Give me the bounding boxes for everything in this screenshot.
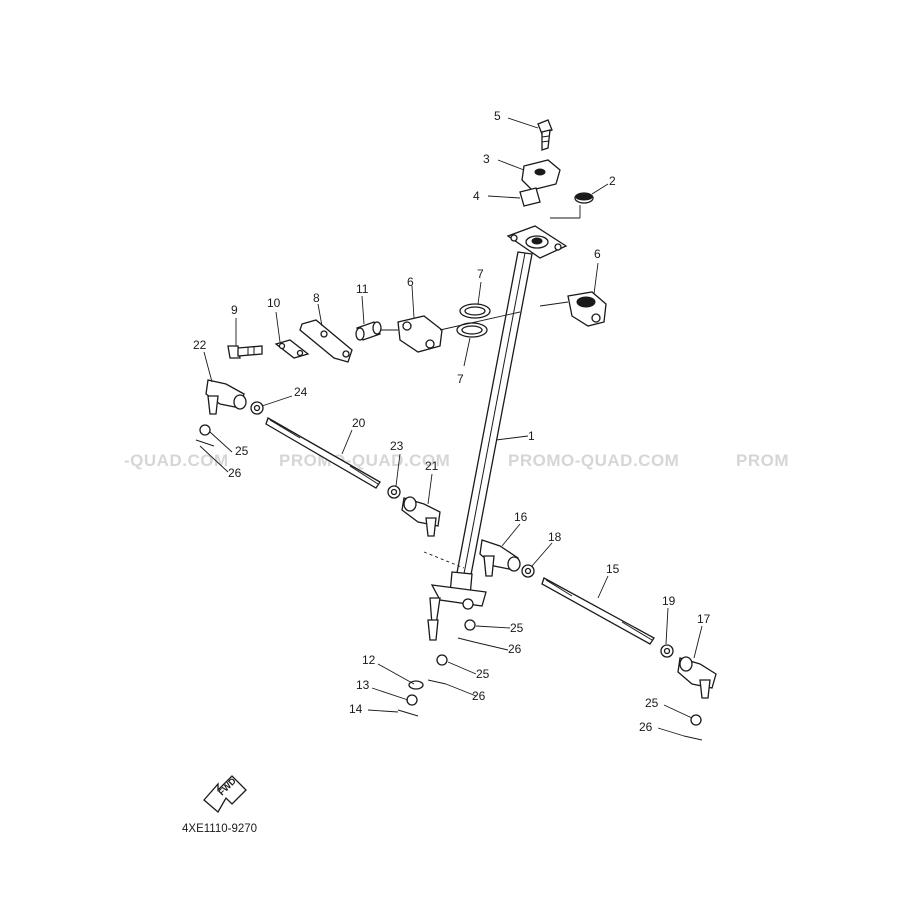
nut-25-d[interactable]	[690, 714, 702, 726]
diagram-code: 4XE1110-9270	[182, 823, 257, 835]
nut-13[interactable]	[406, 694, 418, 706]
tie-rod-15[interactable]	[541, 577, 655, 645]
clamp-3[interactable]	[521, 159, 561, 191]
cotter-pin-26-a[interactable]	[195, 439, 215, 447]
label-part-22: 22	[193, 338, 207, 352]
label-part-24: 24	[294, 385, 308, 399]
cotter-pin-26-b[interactable]	[457, 637, 475, 643]
cotter-pin-14[interactable]	[397, 709, 419, 717]
label-part-2: 2	[609, 174, 616, 188]
holder-6-left[interactable]	[397, 315, 443, 353]
steering-shaft[interactable]	[423, 225, 568, 641]
label-part-9: 9	[231, 303, 238, 317]
leader-lines	[199, 117, 703, 737]
bolt-5[interactable]	[537, 119, 553, 151]
label-part-4: 4	[473, 189, 480, 203]
label-part-21: 21	[425, 459, 439, 473]
nut-23[interactable]	[387, 485, 401, 499]
ring-7-top[interactable]	[459, 303, 491, 319]
cotter-pin-26-d[interactable]	[683, 735, 703, 741]
label-part-23: 23	[390, 439, 404, 453]
tie-rod-20[interactable]	[265, 417, 381, 489]
label-part-18: 18	[548, 530, 562, 544]
label-part-25-c: 25	[476, 667, 490, 681]
label-part-26-d: 26	[639, 720, 653, 734]
watermark-text-1: -QUAD.COM	[124, 451, 229, 470]
ring-7-bottom[interactable]	[456, 322, 488, 338]
holder-6-right[interactable]	[567, 291, 607, 327]
nut-25-b[interactable]	[464, 619, 476, 631]
watermark: -QUAD.COM PROMO-QUAD.COM PROMO-QUAD.COM …	[124, 451, 789, 470]
bushing-11[interactable]	[355, 321, 382, 341]
label-part-25-b: 25	[510, 621, 524, 635]
label-part-11: 11	[356, 282, 369, 296]
cotter-pin-26-c[interactable]	[427, 679, 447, 685]
label-part-6-right: 6	[594, 247, 601, 261]
watermark-text-4: PROM	[736, 451, 789, 470]
tie-rod-end-17[interactable]	[677, 656, 717, 699]
nut-19[interactable]	[660, 644, 674, 658]
label-part-19: 19	[662, 594, 676, 608]
watermark-text-3: PROMO-QUAD.COM	[508, 451, 679, 470]
label-part-1: 1	[528, 429, 535, 443]
label-part-7-top: 7	[477, 267, 484, 281]
label-part-13: 13	[356, 678, 370, 692]
clamp-4[interactable]	[519, 187, 541, 207]
tie-rod-end-21[interactable]	[401, 496, 441, 537]
label-part-25-a: 25	[235, 444, 249, 458]
label-part-20: 20	[352, 416, 366, 430]
nut-24[interactable]	[250, 401, 264, 415]
cap-2[interactable]	[574, 192, 594, 204]
part-number-labels: 1 2 3 4 5 6 6 7 7 8 9 10 11 12 13 14 15 …	[193, 109, 711, 734]
label-part-16: 16	[514, 510, 528, 524]
label-part-25-d: 25	[645, 696, 659, 710]
nut-25-c[interactable]	[436, 654, 448, 666]
label-part-26-c: 26	[472, 689, 486, 703]
label-part-6-left: 6	[407, 275, 414, 289]
lock-washer-10[interactable]	[274, 339, 310, 359]
label-part-26-a: 26	[228, 466, 242, 480]
tie-rod-end-22[interactable]	[205, 379, 247, 415]
plate-8[interactable]	[299, 319, 353, 363]
label-part-10: 10	[267, 296, 281, 310]
label-part-17: 17	[697, 612, 711, 626]
bolt-9[interactable]	[227, 345, 263, 359]
label-part-5: 5	[494, 109, 501, 123]
label-part-14: 14	[349, 702, 363, 716]
label-part-7-bottom: 7	[457, 372, 464, 386]
label-part-8: 8	[313, 291, 320, 305]
nut-18[interactable]	[521, 564, 535, 578]
label-part-15: 15	[606, 562, 620, 576]
fwd-arrow-icon: FWD	[203, 775, 247, 814]
tie-rod-end-16[interactable]	[479, 539, 521, 577]
label-part-12: 12	[362, 653, 376, 667]
nut-25-a[interactable]	[199, 424, 211, 436]
label-part-3: 3	[483, 152, 490, 166]
label-part-26-b: 26	[508, 642, 522, 656]
